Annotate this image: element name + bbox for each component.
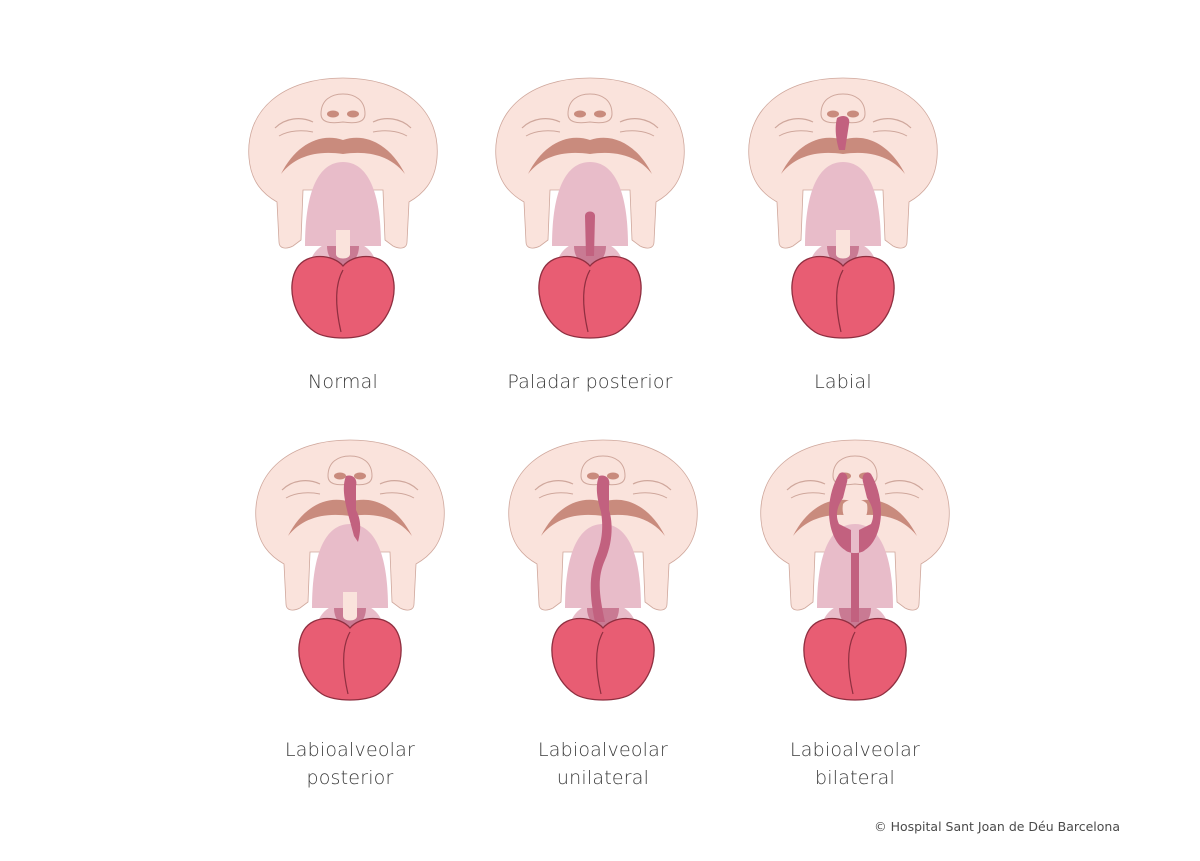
nostril-left <box>827 110 839 118</box>
caption-line: posterior <box>306 767 394 789</box>
labioalveolar-posterior-illustration <box>255 439 445 701</box>
caption-line: Labioalveolar <box>537 739 668 761</box>
palate <box>305 162 381 246</box>
labial-illustration <box>748 77 938 339</box>
eye-right-lower <box>872 130 908 137</box>
copyright-credit: © Hospital Sant Joan de Déu Barcelona <box>874 819 1120 834</box>
eye-right-lower <box>619 130 655 137</box>
figure-labioalveolar-unilateral: Labioalveolar unilateral <box>483 432 723 789</box>
uvula <box>336 230 350 259</box>
uvula <box>836 230 850 259</box>
eye-left <box>274 118 314 129</box>
figure-paladar-posterior: Paladar posterior <box>470 70 710 393</box>
nostril-right <box>607 472 619 480</box>
nostril-left <box>327 110 339 118</box>
eye-left-lower <box>285 492 321 499</box>
palate <box>312 524 388 608</box>
figure-normal: Normal <box>223 70 463 393</box>
tongue-groove <box>848 631 856 695</box>
eye-left <box>281 480 321 491</box>
eye-left-lower <box>778 130 814 137</box>
palate <box>552 162 628 246</box>
caption-line: Labioalveolar <box>284 739 415 761</box>
tongue-groove <box>596 631 604 695</box>
eye-right-lower <box>632 492 668 499</box>
upper-lip <box>793 499 917 536</box>
eye-right-lower <box>884 492 920 499</box>
tongue <box>298 617 402 701</box>
upper-lip <box>288 499 412 536</box>
nostril-left <box>587 472 599 480</box>
cleft <box>343 475 361 542</box>
eye-left-lower <box>525 130 561 137</box>
nostril-right <box>847 110 859 118</box>
caption-labioalveolar-unilateral: Labioalveolar unilateral <box>483 736 723 792</box>
upper-lip <box>528 137 652 174</box>
caption-line: bilateral <box>815 767 895 789</box>
eye-left <box>521 118 561 129</box>
eye-left <box>786 480 826 491</box>
premaxilla <box>842 499 868 524</box>
eye-right-lower <box>372 130 408 137</box>
cleft <box>585 211 595 256</box>
nose <box>567 93 613 124</box>
eye-left-lower <box>538 492 574 499</box>
eye-left-lower <box>278 130 314 137</box>
labioalveolar-unilateral-illustration <box>508 439 698 701</box>
caption-line: Labioalveolar <box>789 739 920 761</box>
tongue <box>803 617 907 701</box>
labioalveolar-bilateral-illustration <box>760 439 950 701</box>
nostril-right <box>354 472 366 480</box>
tongue <box>551 617 655 701</box>
eye-left <box>774 118 814 129</box>
caption-line: Paladar posterior <box>507 371 673 393</box>
eye-left <box>534 480 574 491</box>
caption-line: unilateral <box>556 767 650 789</box>
eye-right <box>872 118 912 129</box>
upper-lip <box>781 137 905 174</box>
cleft <box>829 472 881 622</box>
eye-right <box>619 118 659 129</box>
caption-paladar-posterior: Paladar posterior <box>470 368 710 396</box>
upper-lip <box>281 137 405 174</box>
eye-right <box>372 118 412 129</box>
palate <box>565 524 641 608</box>
cleft <box>835 116 850 150</box>
nostril-right <box>347 110 359 118</box>
cleft <box>590 475 612 622</box>
tongue <box>291 255 395 339</box>
nostril-right <box>594 110 606 118</box>
caption-labial: Labial <box>723 368 963 396</box>
tongue <box>538 255 642 339</box>
paladar-posterior-illustration <box>495 77 685 339</box>
caption-labioalveolar-bilateral: Labioalveolar bilateral <box>735 736 975 792</box>
tongue-groove <box>343 631 351 695</box>
eye-right <box>884 480 924 491</box>
upper-lip <box>541 499 665 536</box>
normal-illustration <box>248 77 438 339</box>
caption-line: Normal <box>308 371 378 393</box>
nostril-left <box>574 110 586 118</box>
figure-labioalveolar-posterior: Labioalveolar posterior <box>230 432 470 789</box>
eye-right <box>379 480 419 491</box>
figure-labioalveolar-bilateral: Labioalveolar bilateral <box>735 432 975 789</box>
uvula <box>343 592 357 621</box>
eye-right-lower <box>379 492 415 499</box>
tongue-groove <box>583 269 591 333</box>
caption-normal: Normal <box>223 368 463 396</box>
nostril-left <box>334 472 346 480</box>
nose <box>320 93 366 124</box>
eye-left-lower <box>790 492 826 499</box>
tongue <box>791 255 895 339</box>
caption-labioalveolar-posterior: Labioalveolar posterior <box>230 736 470 792</box>
caption-line: Labial <box>814 371 872 393</box>
eye-right <box>632 480 672 491</box>
palate <box>805 162 881 246</box>
tongue-groove <box>836 269 844 333</box>
figure-labial: Labial <box>723 70 963 393</box>
tongue-groove <box>336 269 344 333</box>
